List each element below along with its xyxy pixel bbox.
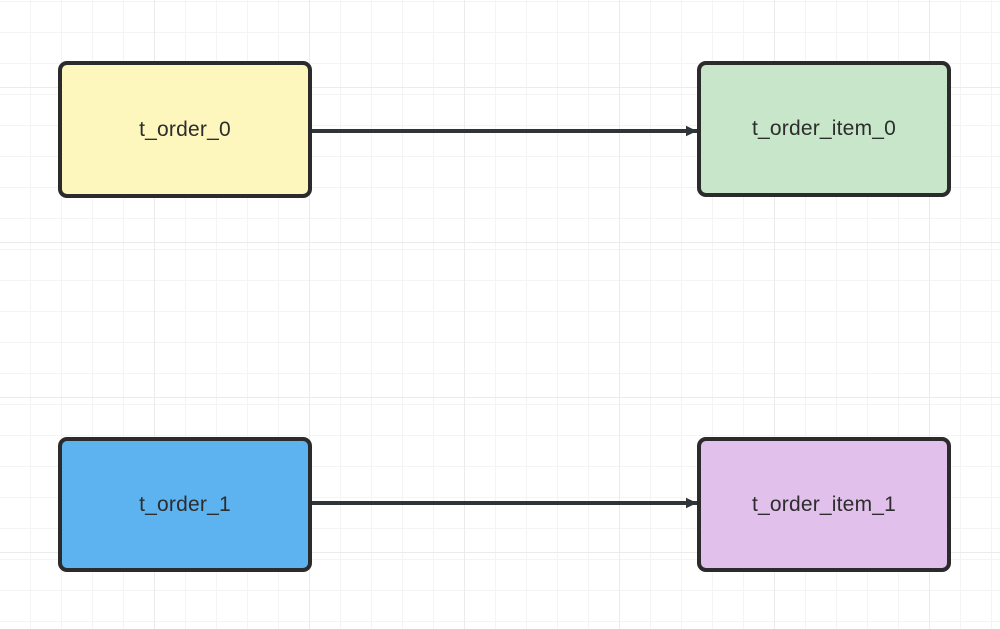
node-t-order-item-1[interactable]: t_order_item_1 [697,437,951,572]
node-label: t_order_1 [139,492,231,516]
node-label: t_order_item_0 [751,117,897,141]
node-t-order-0[interactable]: t_order_0 [58,61,312,198]
node-t-order-1[interactable]: t_order_1 [58,437,312,572]
node-t-order-item-0[interactable]: t_order_item_0 [697,61,951,197]
node-label: t_order_item_1 [751,492,897,516]
node-label: t_order_0 [139,117,231,141]
